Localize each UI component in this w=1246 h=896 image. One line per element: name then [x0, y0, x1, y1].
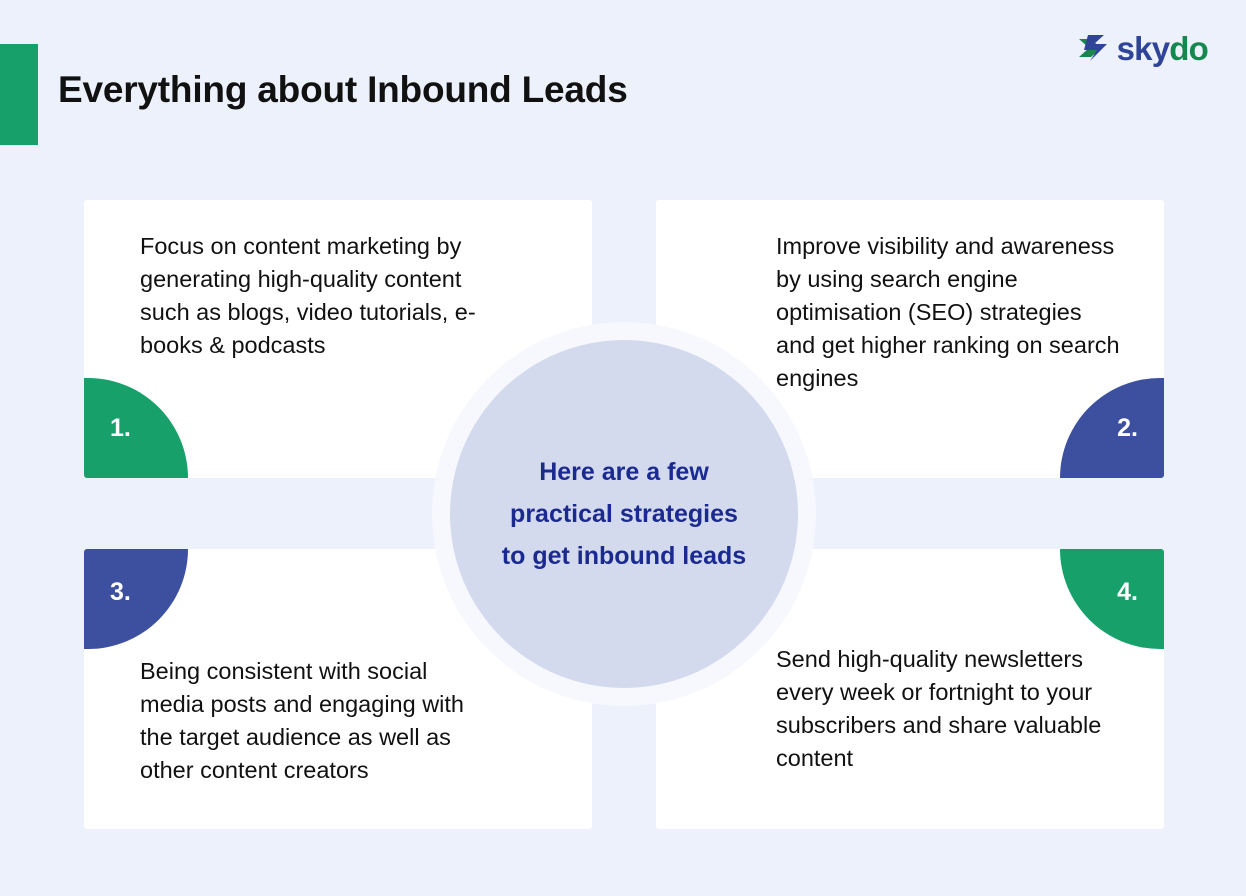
page-title: Everything about Inbound Leads	[58, 69, 628, 110]
strategy-card-1: Focus on content marketing by generating…	[84, 200, 592, 478]
strategy-card-1-number: 1.	[110, 413, 131, 442]
strategy-card-3-number: 3.	[110, 577, 131, 606]
strategy-card-4-text: Send high-quality newsletters every week…	[776, 646, 1102, 771]
title-accent-bar	[0, 44, 38, 145]
skydo-wordmark: skydo	[1116, 29, 1209, 67]
strategy-card-3-badge: 3.	[84, 549, 188, 649]
strategy-card-2-text: Improve visibility and awareness by usin…	[776, 233, 1120, 391]
strategy-card-2-number: 2.	[1117, 413, 1138, 442]
center-hub-text: Here are a few practical strategies to g…	[501, 458, 747, 570]
strategy-card-3-text: Being consistent with social media posts…	[140, 658, 464, 783]
skydo-logo: skydo	[1077, 26, 1209, 70]
strategy-card-4-badge: 4.	[1060, 549, 1164, 649]
strategy-card-4-number: 4.	[1117, 577, 1138, 606]
skydo-chevron-icon	[1078, 35, 1107, 61]
strategy-card-1-text: Focus on content marketing by generating…	[140, 233, 476, 358]
brand-name-sky: sky	[1116, 29, 1170, 67]
center-hub: Here are a few practical strategies to g…	[450, 340, 798, 688]
strategy-card-1-badge: 1.	[84, 378, 188, 478]
strategy-card-4: Send high-quality newsletters every week…	[656, 549, 1164, 829]
brand-name-do: do	[1169, 29, 1209, 67]
